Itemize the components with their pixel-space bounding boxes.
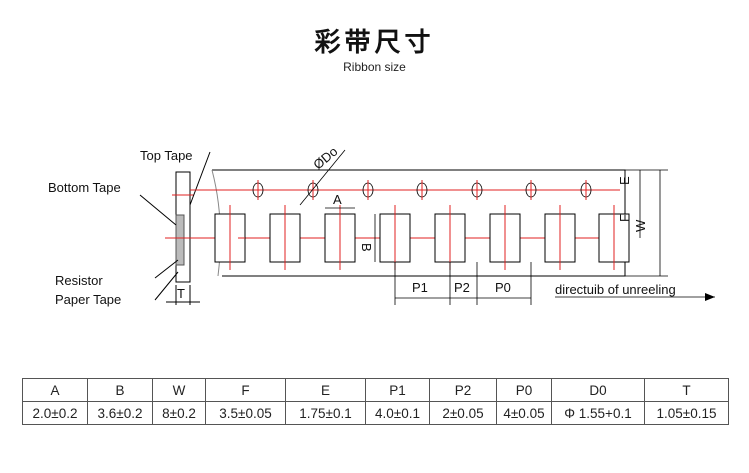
top-tape-label: Top Tape	[140, 148, 193, 163]
table-cell-value: 3.6±0.2	[87, 401, 153, 425]
bottom-tape-label: Bottom Tape	[48, 180, 121, 195]
p2-label: P2	[454, 280, 470, 295]
page-title: 彩带尺寸	[314, 28, 435, 58]
table-header-cell: D0	[551, 378, 645, 402]
page-subtitle: Ribbon size	[343, 60, 406, 74]
table-cell-value: 4±0.05	[496, 401, 552, 425]
table-header-cell: E	[285, 378, 366, 402]
table-cell-value: 3.5±0.05	[205, 401, 286, 425]
table-header-cell: W	[152, 378, 206, 402]
arrow-head	[705, 293, 715, 301]
f-label: F	[617, 214, 632, 222]
direction-label: directuib of unreeling	[555, 282, 676, 297]
t-label: T	[177, 286, 185, 301]
w-label: W	[633, 219, 648, 232]
table-cell-value: 4.0±0.1	[365, 401, 430, 425]
table-header-cell: B	[87, 378, 153, 402]
side-view	[139, 151, 211, 305]
table-cell-value: 2±0.05	[429, 401, 497, 425]
d0-label: ØDo	[310, 144, 340, 173]
tape-diagram: Top Tape Bottom Tape Resistor Paper Tape…	[48, 144, 715, 307]
table-header-cell: F	[205, 378, 286, 402]
b-label: B	[359, 243, 374, 252]
table-cell-value: Φ 1.55+0.1	[551, 401, 645, 425]
d0-leader	[299, 149, 346, 206]
table-cell-value: 2.0±0.2	[22, 401, 88, 425]
table-cell-value: 8±0.2	[152, 401, 206, 425]
a-label: A	[333, 192, 342, 207]
tape-marks	[190, 149, 715, 305]
resistor-label: Resistor	[55, 273, 103, 288]
table-header-cell: T	[644, 378, 729, 402]
table-cell-value: 1.75±0.1	[285, 401, 366, 425]
e-label: E	[617, 176, 632, 185]
paper-tape-label: Paper Tape	[55, 292, 121, 307]
table-header-cell: P1	[365, 378, 430, 402]
table-header-cell: A	[22, 378, 88, 402]
table-header-cell: P0	[496, 378, 552, 402]
table-header-cell: P2	[429, 378, 497, 402]
p1-label: P1	[412, 280, 428, 295]
table-cell-value: 1.05±0.15	[644, 401, 729, 425]
p0-label: P0	[495, 280, 511, 295]
